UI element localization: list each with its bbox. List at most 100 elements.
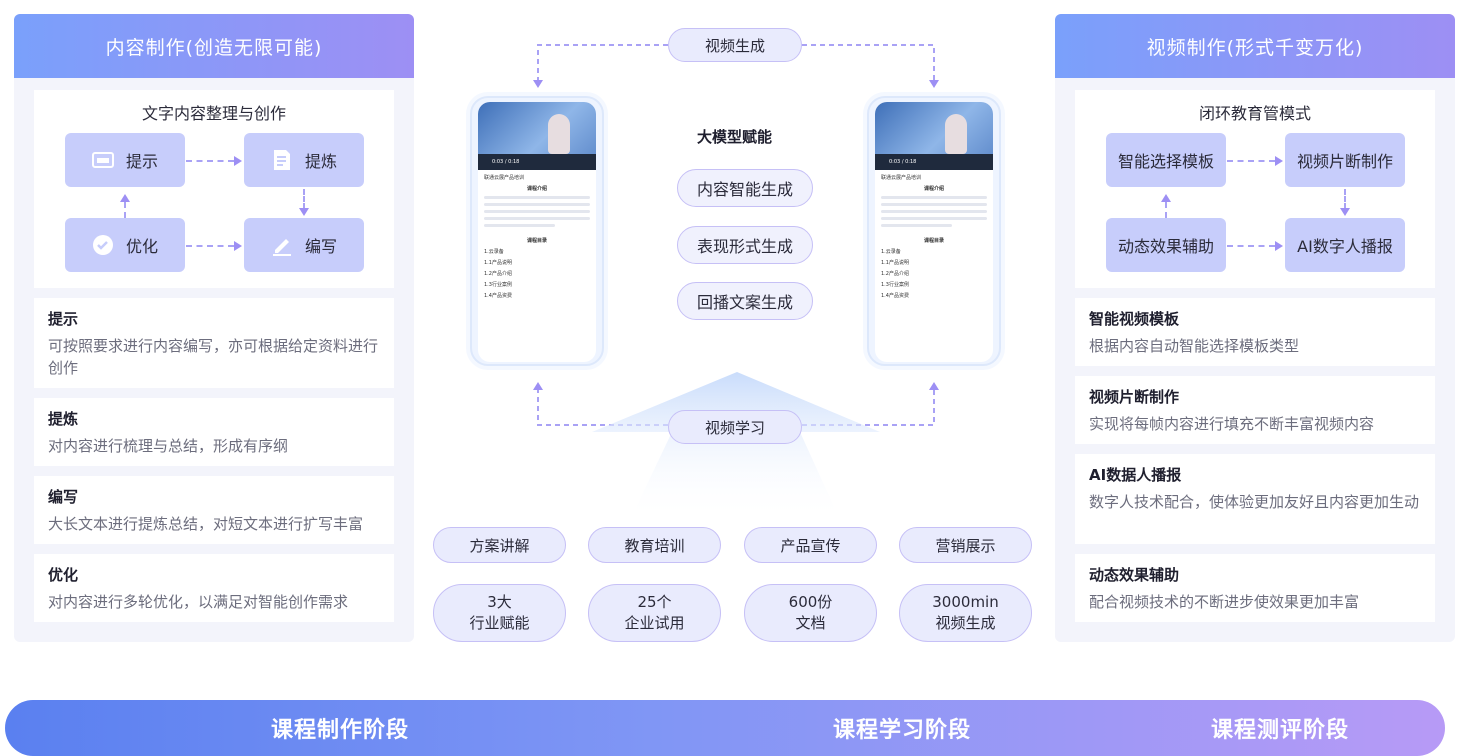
document-edit-icon (271, 149, 293, 171)
scenario-pill: 产品宣传 (744, 527, 877, 563)
arrow-head (1161, 194, 1171, 202)
catalog-title: 课程目录 (923, 238, 944, 244)
arrow-head (1340, 208, 1350, 216)
window-icon (91, 149, 114, 171)
catalog-item[interactable]: 1.2产品介绍 (484, 271, 512, 277)
pencil-icon (271, 234, 293, 256)
flow-step-label: 动态效果辅助 (1117, 237, 1214, 256)
video-learning-pill: 视频学习 (668, 410, 802, 444)
stat-pill: 3大行业赋能 (433, 584, 566, 642)
card-desc: 配合视频技术的不断进步使效果更加丰富 (1089, 593, 1360, 611)
flow-step-label: 提示 (125, 152, 158, 171)
arrow-line (1227, 245, 1275, 247)
catalog-item[interactable]: 1.3行业案例 (484, 282, 512, 288)
chapter-title: 1.云录备 (881, 249, 901, 255)
catalog-item[interactable]: 1.2产品介绍 (881, 271, 909, 277)
stage-bar: 课程制作阶段 课程学习阶段 课程测评阶段 (5, 700, 1445, 756)
feature-card: 视频片断制作 实现将每帧内容进行填充不断丰富视频内容 (1075, 376, 1435, 444)
generate-pill: 内容智能生成 (677, 169, 813, 207)
card-desc: 对内容进行梳理与总结，形成有序纲 (48, 437, 289, 455)
video-time: 0:03 / 0:18 (492, 159, 520, 165)
scenario-pill: 营销展示 (899, 527, 1032, 563)
video-player[interactable]: 0:03 / 0:18 (875, 102, 993, 170)
flow-step-optimize[interactable]: 优化 (65, 218, 185, 272)
intro-title: 课程介绍 (923, 186, 944, 192)
card-title: 智能视频模板 (1089, 310, 1180, 328)
text-flow-box: 文字内容整理与创作 提示 提炼 优化 编写 (34, 90, 394, 288)
stage-label: 课程学习阶段 (833, 718, 972, 743)
flow-step-label: 编写 (304, 237, 337, 256)
catalog-item[interactable]: 1.1产品说明 (484, 260, 512, 266)
arrow-line (124, 202, 126, 218)
arrow-head (234, 241, 242, 251)
feature-card: 优化 对内容进行多轮优化，以满足对智能创作需求 (34, 554, 394, 622)
stat-pill: 600份文档 (744, 584, 877, 642)
feature-card: 提示 可按照要求进行内容编写，亦可根据给定资料进行创作 (34, 298, 394, 388)
arrow-line (1165, 202, 1167, 218)
feature-card: 动态效果辅助 配合视频技术的不断进步使效果更加丰富 (1075, 554, 1435, 622)
flow-step-label: 智能选择模板 (1117, 152, 1214, 171)
catalog-item[interactable]: 1.4产品资费 (484, 293, 512, 299)
card-desc: 大长文本进行提炼总结，对短文本进行扩写丰富 (48, 515, 364, 533)
feature-card: 提炼 对内容进行梳理与总结，形成有序纲 (34, 398, 394, 466)
catalog-item[interactable]: 1.1产品说明 (881, 260, 909, 266)
video-controls[interactable]: 0:03 / 0:18 (875, 154, 993, 170)
arrow-head (120, 194, 130, 202)
flow-step-clip[interactable]: 视频片断制作 (1285, 133, 1405, 187)
feature-card: 编写 大长文本进行提炼总结，对短文本进行扩写丰富 (34, 476, 394, 544)
video-player[interactable]: 0:03 / 0:18 (478, 102, 596, 170)
video-flow-box: 闭环教育管模式 智能选择模板 视频片断制作 动态效果辅助 AI数字人播报 (1075, 90, 1435, 288)
content-creation-panel: 内容制作(创造无限可能) 文字内容整理与创作 提示 提炼 优化 编写 提示 可按… (14, 14, 414, 642)
card-desc: 数字人技术配合，使体验更加友好且内容更加生动 (1089, 493, 1420, 511)
check-chat-icon (92, 234, 114, 256)
card-title: AI数据人播报 (1089, 466, 1182, 484)
chapter-title: 1.云录备 (484, 249, 504, 255)
card-title: 优化 (48, 566, 79, 584)
card-desc: 实现将每帧内容进行填充不断丰富视频内容 (1089, 415, 1375, 433)
flow-step-template[interactable]: 智能选择模板 (1106, 133, 1226, 187)
card-title: 视频片断制作 (1089, 388, 1180, 406)
card-title: 提示 (48, 310, 79, 328)
flow-step-effects[interactable]: 动态效果辅助 (1106, 218, 1226, 272)
stat-value: 600份 (788, 593, 833, 611)
arrow-head (299, 208, 309, 216)
flow-step-avatar[interactable]: AI数字人播报 (1285, 218, 1405, 272)
stat-label: 企业试用 (624, 614, 685, 632)
stat-label: 文档 (795, 614, 826, 632)
model-title: 大模型赋能 (696, 128, 772, 146)
scenario-pill: 方案讲解 (433, 527, 566, 563)
arrow-line (186, 245, 234, 247)
stat-value: 25个 (637, 593, 672, 611)
generate-pill: 回播文案生成 (677, 282, 813, 320)
arrow-head (1275, 241, 1283, 251)
arrow-head (1275, 156, 1283, 166)
flow-step-refine[interactable]: 提炼 (244, 133, 364, 187)
course-name: 联通云展产品培训 (881, 175, 922, 181)
catalog-title: 课程目录 (526, 238, 547, 244)
flow-step-write[interactable]: 编写 (244, 218, 364, 272)
card-desc: 对内容进行多轮优化，以满足对智能创作需求 (48, 593, 349, 611)
stat-pill: 3000min 视频生成 (899, 584, 1032, 642)
flow-title: 闭环教育管模式 (1198, 104, 1311, 123)
presenter-avatar (548, 114, 570, 154)
stage-label: 课程测评阶段 (1211, 718, 1350, 743)
catalog-item[interactable]: 1.4产品资费 (881, 293, 909, 299)
video-controls[interactable]: 0:03 / 0:18 (478, 154, 596, 170)
flow-step-prompt[interactable]: 提示 (65, 133, 185, 187)
panel-title: 内容制作(创造无限可能) (14, 14, 414, 78)
video-generation-pill: 视频生成 (668, 28, 802, 62)
card-title: 动态效果辅助 (1089, 566, 1180, 584)
card-desc: 可按照要求进行内容编写，亦可根据给定资料进行创作 (48, 337, 379, 377)
catalog-item[interactable]: 1.3行业案例 (881, 282, 909, 288)
scenario-pill: 教育培训 (588, 527, 721, 563)
stat-pill: 25个企业试用 (588, 584, 721, 642)
video-time: 0:03 / 0:18 (889, 159, 917, 165)
flow-step-label: 优化 (125, 237, 158, 256)
card-title: 编写 (48, 488, 79, 506)
stat-label: 行业赋能 (469, 614, 530, 632)
stat-label: 视频生成 (935, 614, 996, 632)
feature-card: AI数据人播报 数字人技术配合，使体验更加友好且内容更加生动 (1075, 454, 1435, 544)
phone-mockup-left: 0:03 / 0:18 联通云展产品培训 课程介绍 课程目录 1.云录备 1.1… (470, 96, 604, 366)
course-name: 联通云展产品培训 (484, 175, 525, 181)
stat-value: 3000min (932, 593, 999, 611)
